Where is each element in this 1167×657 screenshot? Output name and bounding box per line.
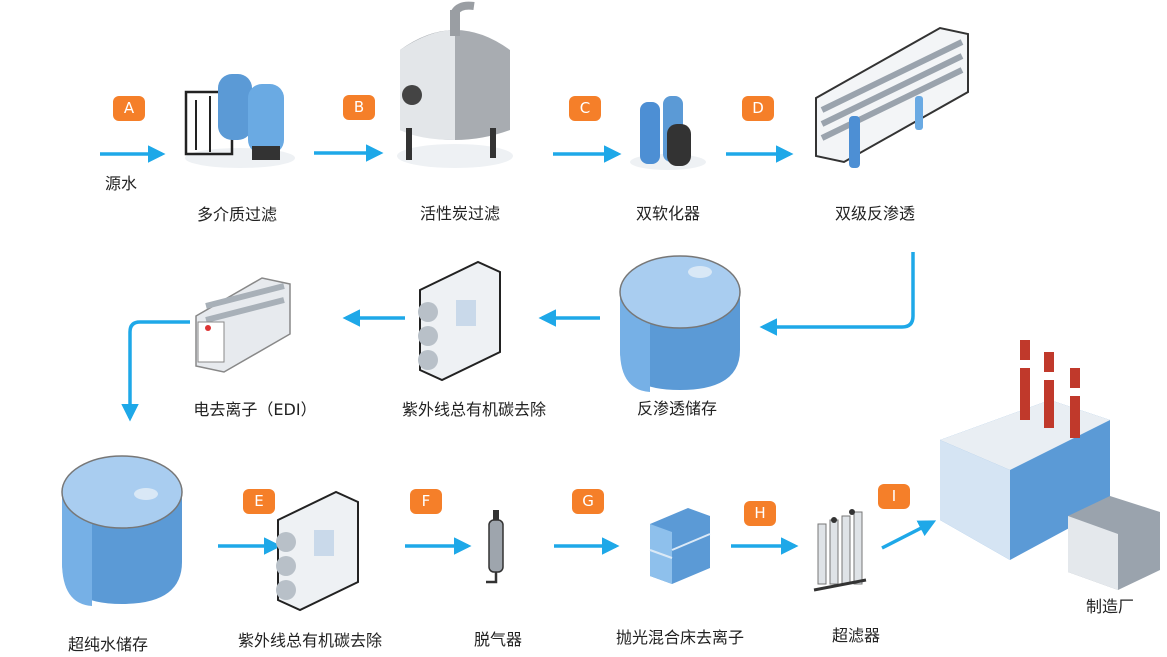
label-two-stage-ro: 双级反渗透 bbox=[834, 204, 916, 223]
badge-b: B bbox=[343, 95, 375, 120]
badge-e: E bbox=[243, 489, 275, 514]
badge-i: I bbox=[878, 484, 910, 509]
label-factory: 制造厂 bbox=[1085, 597, 1135, 616]
multimedia-filter-icon bbox=[184, 74, 295, 168]
upw-storage-tank-icon bbox=[61, 455, 183, 606]
label-uv-toc-1: 紫外线总有机碳去除 bbox=[401, 400, 547, 419]
uv-toc-unit-2-icon bbox=[276, 490, 359, 612]
two-stage-ro-icon bbox=[815, 26, 969, 168]
label-uv-toc-2: 紫外线总有机碳去除 bbox=[237, 631, 383, 650]
ro-storage-tank-icon bbox=[619, 255, 741, 392]
edi-unit-icon bbox=[195, 277, 291, 373]
dual-softener-icon bbox=[630, 96, 706, 170]
uv-toc-unit-1-icon bbox=[418, 260, 501, 382]
ultrafilter-icon bbox=[813, 509, 867, 592]
arrow-edi-to-upw bbox=[121, 320, 190, 422]
badge-g: G bbox=[572, 489, 604, 514]
polishing-mixed-bed-icon bbox=[649, 508, 711, 584]
label-carbon-filter: 活性炭过滤 bbox=[419, 204, 501, 223]
carbon-filter-icon bbox=[397, 1, 513, 168]
arrow-uf-to-factory bbox=[881, 520, 937, 550]
label-edi: 电去离子（EDI） bbox=[193, 400, 317, 419]
label-ro-storage: 反渗透储存 bbox=[636, 399, 718, 418]
source-water-label: 源水 bbox=[104, 174, 138, 193]
label-dual-softener: 双软化器 bbox=[635, 204, 701, 223]
factory-icon bbox=[940, 340, 1160, 590]
label-multimedia-filter: 多介质过滤 bbox=[196, 205, 278, 224]
badge-f: F bbox=[410, 489, 442, 514]
badge-d: D bbox=[742, 96, 774, 121]
label-ultrafilter: 超滤器 bbox=[831, 626, 881, 645]
badge-c: C bbox=[569, 96, 601, 121]
label-degasser: 脱气器 bbox=[473, 630, 523, 649]
degasser-icon bbox=[486, 510, 504, 584]
label-upw-storage: 超纯水储存 bbox=[67, 635, 149, 654]
arrow-ro-to-storage bbox=[759, 252, 915, 336]
label-polishing-mixed-bed: 抛光混合床去离子 bbox=[615, 628, 745, 647]
badge-h: H bbox=[744, 501, 776, 526]
badge-a: A bbox=[113, 96, 145, 121]
